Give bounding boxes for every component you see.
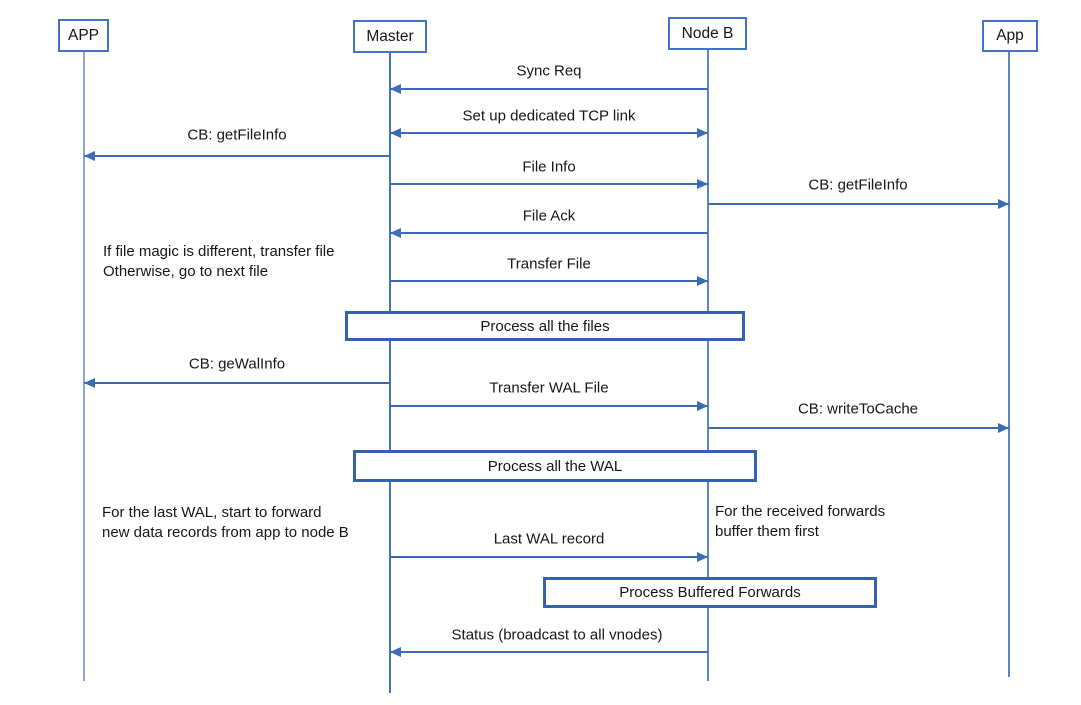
process-box-process-buffered-forwards: Process Buffered Forwards xyxy=(543,577,877,608)
annotation-note-last-wal-forward: For the last WAL, start to forward new da… xyxy=(102,503,349,543)
actor-box-master: Master xyxy=(353,20,427,53)
annotation-note-buffer-forwards: For the received forwards buffer them fir… xyxy=(715,502,885,542)
message-line xyxy=(708,427,1009,429)
lifeline-app-right xyxy=(1008,52,1010,677)
actor-label-master: Master xyxy=(366,27,414,45)
message-line xyxy=(390,183,708,185)
arrowhead-left-icon xyxy=(390,647,401,657)
message-label: CB: getFileInfo xyxy=(808,176,908,194)
lifeline-app-left xyxy=(83,52,85,681)
message-line xyxy=(390,651,708,653)
process-box-process-all-the-wal: Process all the WAL xyxy=(353,450,757,482)
arrowhead-left-icon xyxy=(390,84,401,94)
process-box-label: Process all the files xyxy=(480,317,610,335)
actor-box-node-b: Node B xyxy=(668,17,747,50)
actor-label-app-left: APP xyxy=(67,26,99,44)
arrowhead-right-icon xyxy=(697,179,708,189)
arrowhead-right-icon xyxy=(697,128,708,138)
message-label: File Ack xyxy=(522,207,576,225)
message-label: Last WAL record xyxy=(493,530,605,548)
lifeline-node-b xyxy=(707,50,709,681)
message-label: Set up dedicated TCP link xyxy=(462,107,636,125)
arrowhead-right-icon xyxy=(697,401,708,411)
message-line xyxy=(390,132,708,134)
annotation-line: For the received forwards xyxy=(715,503,886,520)
arrowhead-right-icon xyxy=(998,423,1009,433)
lifeline-master xyxy=(389,53,391,693)
message-line xyxy=(390,556,708,558)
arrowhead-right-icon xyxy=(998,199,1009,209)
actor-box-app-left: APP xyxy=(58,19,109,52)
message-label: Sync Req xyxy=(516,62,582,80)
message-line xyxy=(390,405,708,407)
arrowhead-left-icon xyxy=(84,378,95,388)
message-line xyxy=(84,155,390,157)
annotation-line: Otherwise, go to next file xyxy=(103,263,269,280)
process-box-label: Process all the WAL xyxy=(487,457,623,475)
annotation-line: For the last WAL, start to forward xyxy=(102,504,322,521)
message-label: File Info xyxy=(522,158,576,176)
arrowhead-right-icon xyxy=(697,552,708,562)
message-label: CB: writeToCache xyxy=(797,400,919,418)
message-line xyxy=(390,280,708,282)
message-line xyxy=(390,88,708,90)
annotation-line: new data records from app to node B xyxy=(102,524,349,541)
message-line xyxy=(84,382,390,384)
arrowhead-left-icon xyxy=(390,228,401,238)
actor-box-app-right: App xyxy=(982,20,1038,52)
message-line xyxy=(708,203,1009,205)
message-label: CB: geWalInfo xyxy=(188,355,286,373)
process-box-label: Process Buffered Forwards xyxy=(619,584,801,601)
actor-label-app-right: App xyxy=(996,27,1024,44)
message-label: Status (broadcast to all vnodes) xyxy=(451,626,663,644)
message-label: CB: getFileInfo xyxy=(187,126,287,144)
annotation-line: buffer them first xyxy=(715,523,819,540)
annotation-note-file-magic: If file magic is different, transfer fil… xyxy=(103,242,334,282)
message-label: Transfer WAL File xyxy=(489,379,609,397)
message-line xyxy=(390,232,708,234)
arrowhead-left-icon xyxy=(84,151,95,161)
arrowhead-left-icon xyxy=(390,128,401,138)
process-box-process-all-the-files: Process all the files xyxy=(345,311,745,341)
message-label: Transfer File xyxy=(507,255,591,273)
annotation-line: If file magic is different, transfer fil… xyxy=(103,243,335,260)
actor-label-node-b: Node B xyxy=(681,24,734,42)
arrowhead-right-icon xyxy=(697,276,708,286)
